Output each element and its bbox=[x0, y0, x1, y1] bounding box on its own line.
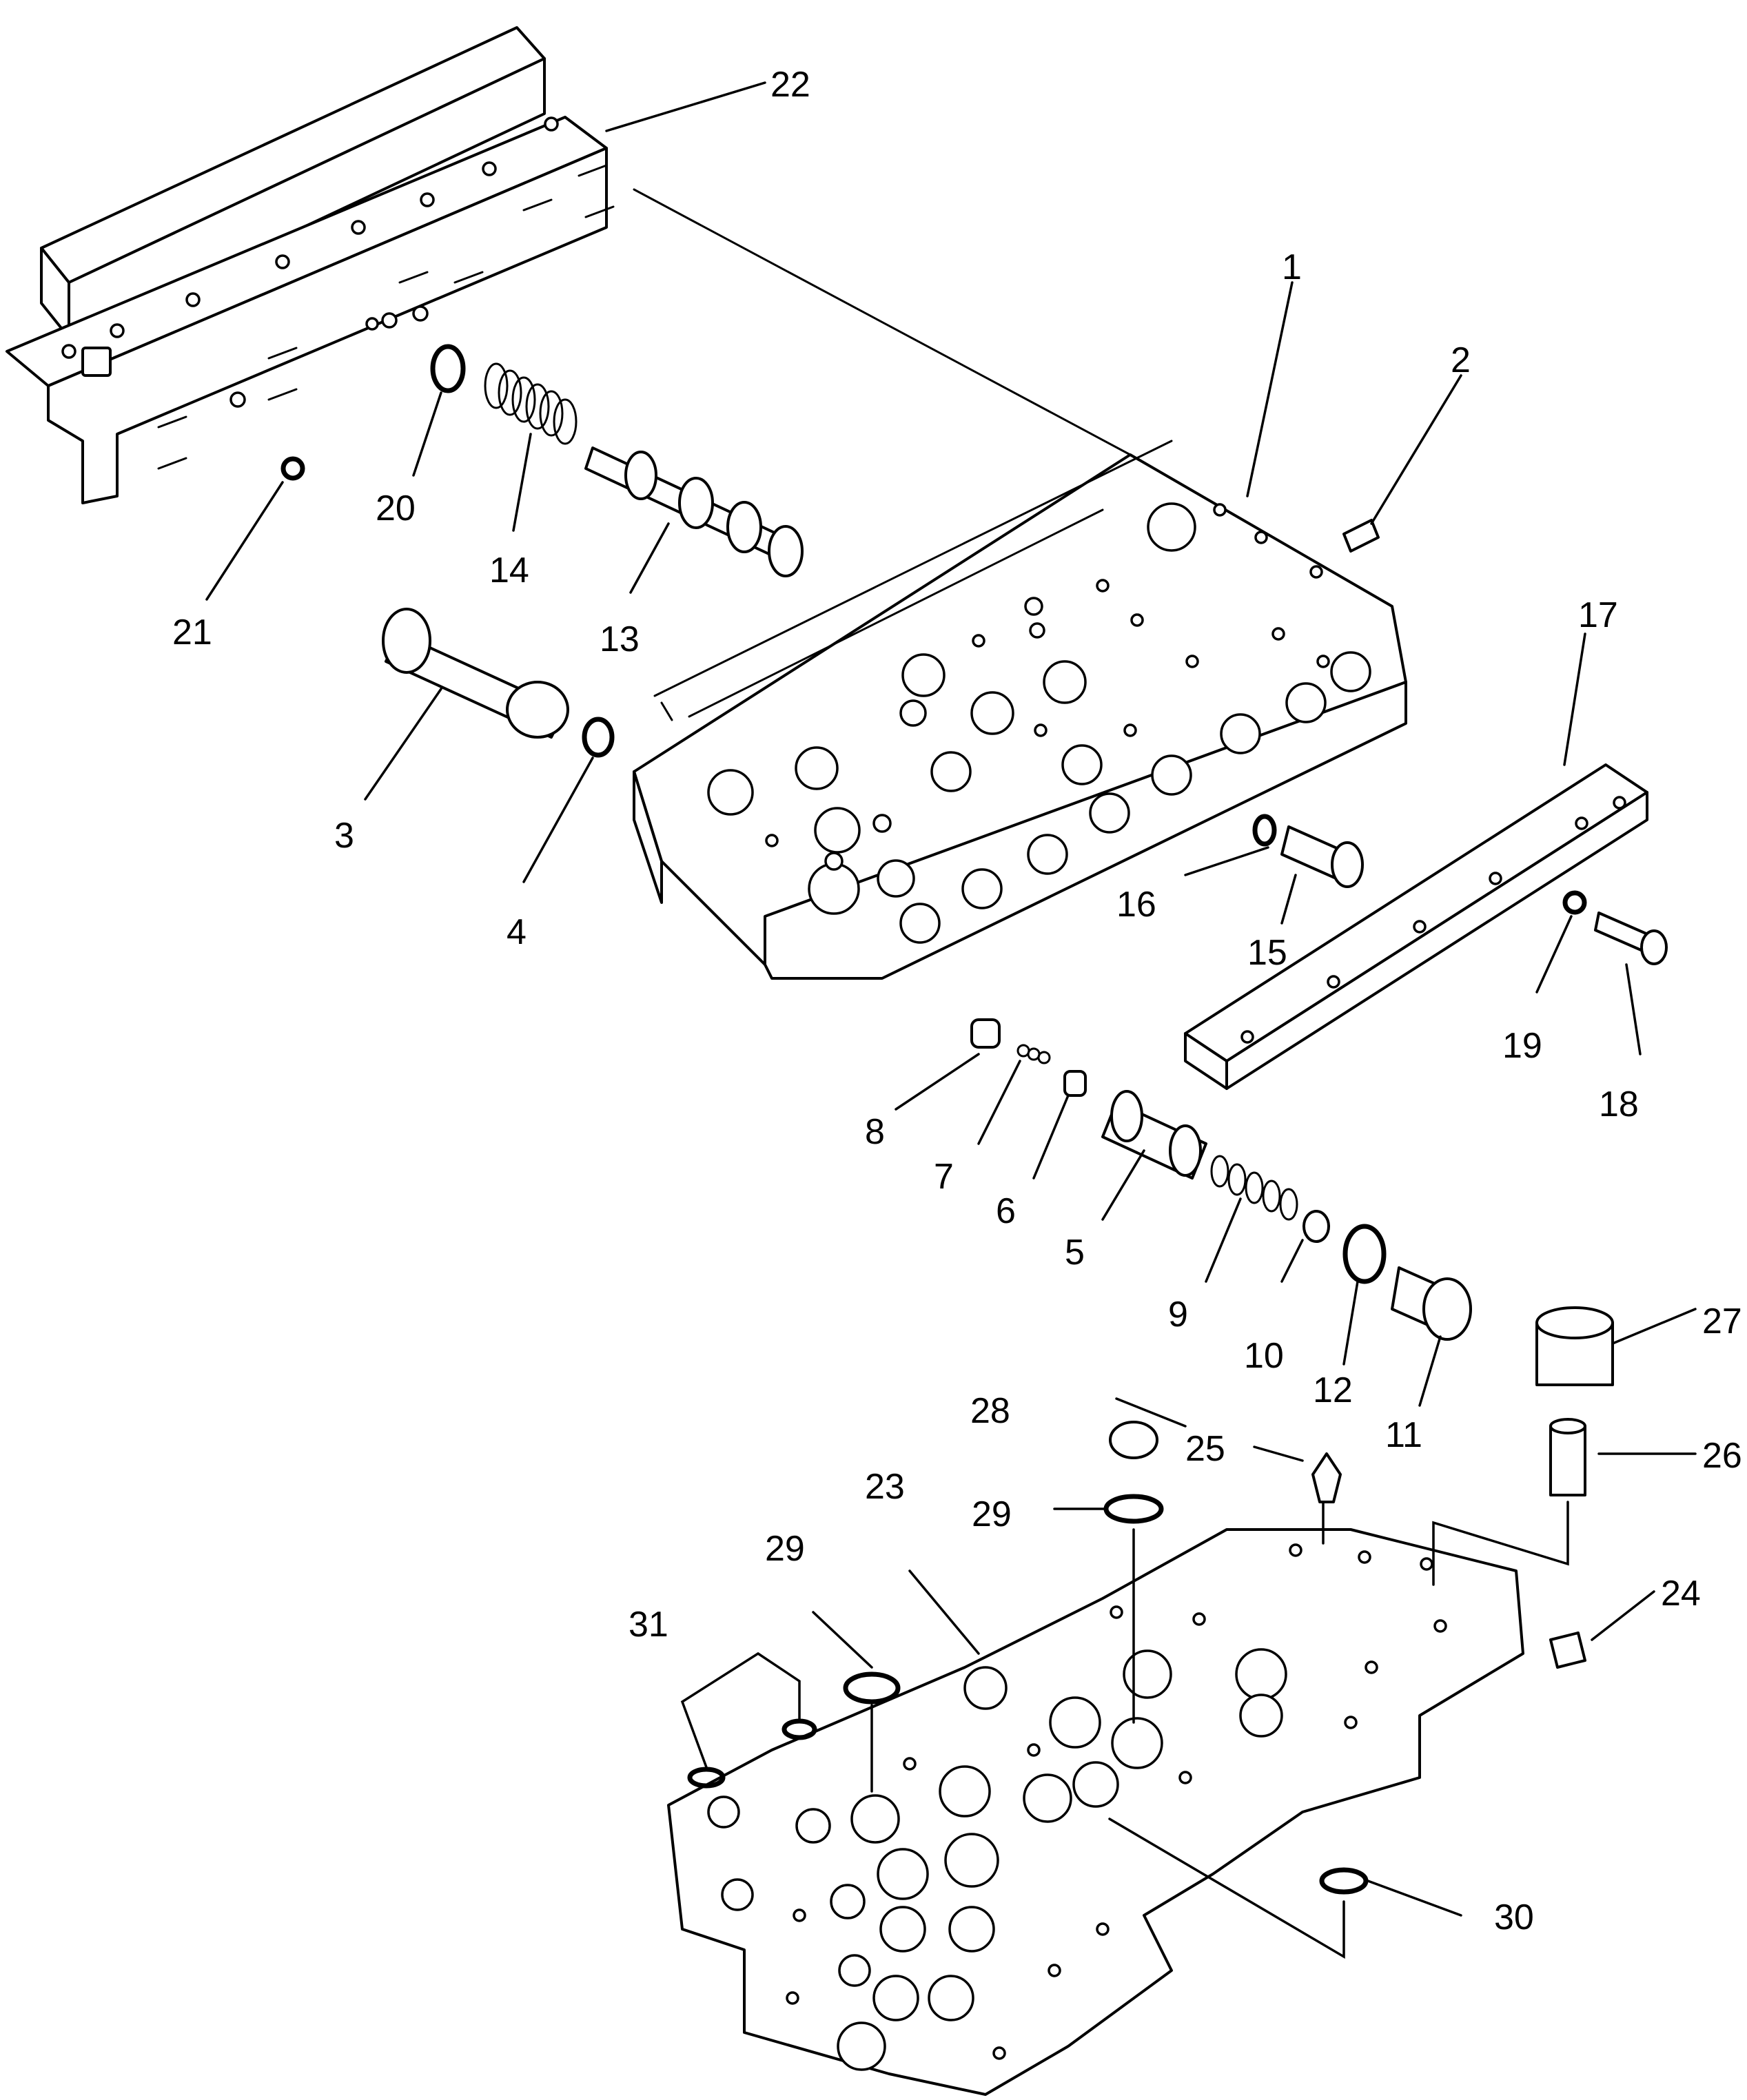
part-26-fitting bbox=[1549, 1418, 1586, 1496]
part-12-o-ring bbox=[1342, 1224, 1387, 1284]
callout-29-upper: 29 bbox=[972, 1494, 1012, 1534]
part-30-o-ring bbox=[1319, 1867, 1369, 1895]
part-19-washer bbox=[1562, 890, 1587, 915]
callout-13: 13 bbox=[600, 619, 640, 659]
part-5-piston bbox=[1101, 1090, 1207, 1180]
callout-27: 27 bbox=[1702, 1301, 1742, 1341]
part-16-o-ring bbox=[1252, 814, 1277, 847]
callout-14: 14 bbox=[489, 550, 529, 590]
part-8-plug bbox=[970, 1018, 1001, 1049]
callout-4: 4 bbox=[507, 912, 527, 952]
callout-7: 7 bbox=[934, 1157, 954, 1197]
part-9-spring bbox=[1210, 1155, 1298, 1221]
callout-22: 22 bbox=[770, 65, 810, 105]
callout-19: 19 bbox=[1502, 1026, 1542, 1066]
part-20-o-ring bbox=[430, 344, 466, 393]
callout-labels: 22 1 2 20 14 13 21 3 4 17 16 15 19 18 8 … bbox=[172, 65, 1742, 1937]
part-6-piece bbox=[1063, 1070, 1087, 1097]
callout-29-lower: 29 bbox=[765, 1529, 805, 1569]
callout-25: 25 bbox=[1185, 1429, 1225, 1469]
part-13-spool bbox=[584, 446, 804, 577]
part-29-o-ring-lower bbox=[843, 1671, 901, 1705]
part-31-o-ring-a bbox=[687, 1767, 726, 1789]
callout-11: 11 bbox=[1385, 1415, 1422, 1455]
assembly-line-22-1 bbox=[633, 188, 1132, 456]
part-29-o-ring-upper bbox=[1103, 1494, 1164, 1524]
callout-28: 28 bbox=[970, 1391, 1010, 1431]
part-11-plug bbox=[1391, 1266, 1472, 1341]
callout-2: 2 bbox=[1451, 340, 1471, 380]
part-10-seat bbox=[1302, 1210, 1330, 1243]
part-25-nozzle bbox=[1311, 1452, 1342, 1503]
callout-17: 17 bbox=[1578, 595, 1618, 635]
part-23-lower-plate bbox=[667, 1528, 1524, 2096]
callout-24: 24 bbox=[1661, 1574, 1701, 1614]
callout-16: 16 bbox=[1116, 885, 1156, 925]
callout-6: 6 bbox=[996, 1191, 1016, 1231]
callout-8: 8 bbox=[865, 1112, 885, 1152]
part-7-spring bbox=[1016, 1044, 1051, 1064]
callout-20: 20 bbox=[376, 488, 416, 528]
part-22-solenoid-cover bbox=[6, 26, 615, 504]
callout-10: 10 bbox=[1244, 1336, 1284, 1376]
callout-5: 5 bbox=[1065, 1233, 1085, 1273]
callout-9: 9 bbox=[1168, 1295, 1188, 1335]
callout-21: 21 bbox=[172, 612, 212, 652]
callout-30: 30 bbox=[1494, 1897, 1534, 1937]
callout-18: 18 bbox=[1599, 1084, 1639, 1124]
part-17-side-plate bbox=[1184, 763, 1648, 1090]
callout-26: 26 bbox=[1702, 1436, 1742, 1476]
part-18-bolt bbox=[1594, 912, 1668, 965]
part-21-o-ring bbox=[280, 456, 305, 481]
callout-31: 31 bbox=[629, 1605, 668, 1645]
part-2-plug bbox=[1342, 519, 1380, 553]
callout-12: 12 bbox=[1313, 1370, 1353, 1410]
part-15-plug bbox=[1280, 825, 1364, 888]
part-24-plug bbox=[1549, 1631, 1586, 1669]
part-27-cap bbox=[1535, 1306, 1614, 1386]
part-28-plug bbox=[1109, 1421, 1158, 1459]
part-1-valve-body bbox=[633, 440, 1407, 980]
callout-23: 23 bbox=[865, 1467, 905, 1507]
part-3-valve bbox=[382, 608, 569, 739]
part-14-spring bbox=[484, 362, 578, 445]
callout-3: 3 bbox=[334, 816, 354, 856]
part-31-o-ring-b bbox=[781, 1718, 817, 1740]
callout-15: 15 bbox=[1247, 933, 1287, 973]
leader-lines bbox=[205, 81, 1697, 1959]
callout-1: 1 bbox=[1282, 247, 1302, 287]
part-4-o-ring bbox=[582, 717, 615, 758]
